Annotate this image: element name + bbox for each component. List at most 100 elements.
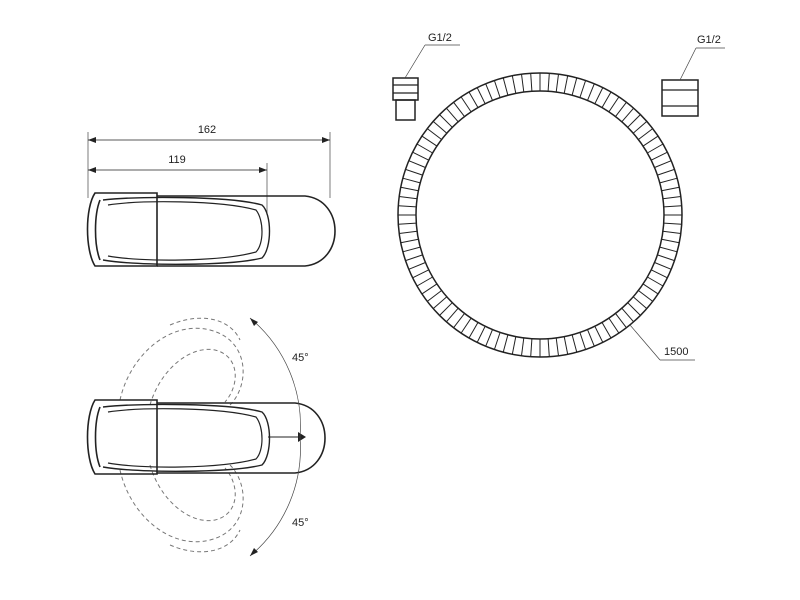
hose-rib [555, 74, 559, 93]
dimension-162: 162 [88, 124, 330, 143]
hose-rib [502, 334, 509, 353]
hose-rib [408, 160, 426, 168]
shower-hose: G1/2 G1/2 1500 [392, 32, 725, 361]
hose-rib [421, 283, 438, 295]
hose-rib [638, 128, 654, 140]
hose-rib [642, 283, 659, 295]
right-fitting: G1/2 [661, 34, 725, 117]
hose-rib [632, 121, 648, 134]
hose-rib [405, 168, 423, 176]
hose-rib [468, 322, 479, 339]
hose-rib [476, 325, 486, 343]
angle-label-bottom: 45° [292, 517, 309, 529]
hose-rib [460, 317, 472, 334]
hose-rib [642, 135, 659, 147]
hose-rib [453, 313, 465, 329]
hose-rib [493, 80, 501, 98]
hose-rib [587, 329, 595, 347]
hose-rib [400, 238, 419, 244]
hose-rib [659, 177, 678, 184]
hose-rib [661, 238, 680, 244]
hose-rib [416, 143, 433, 154]
hose-rib [446, 107, 459, 123]
hose-rib [446, 307, 459, 323]
hose-rib [571, 334, 578, 353]
hose-rib [511, 336, 517, 355]
hose-rib [608, 96, 620, 113]
hose-rib [615, 313, 627, 329]
hose-length-leader: 1500 [629, 324, 695, 361]
dimension-label-total: 162 [198, 124, 216, 136]
hose-rib [587, 83, 595, 101]
hose-rib [632, 296, 648, 309]
hose-rib [601, 322, 612, 339]
hose-rib [408, 262, 426, 270]
hose-rib [398, 222, 417, 225]
hose-rib [650, 151, 668, 161]
angle-arc-bottom: 45° [249, 436, 309, 557]
angle-arc-top: 45° [249, 317, 309, 438]
hose-rib [460, 96, 472, 113]
hose-rib [601, 91, 612, 108]
hose-rib [627, 302, 641, 316]
mixer-side-view: 162 119 [86, 124, 336, 267]
hose-rib [412, 269, 430, 279]
hose-rib [398, 205, 417, 208]
hose-rib [439, 114, 453, 128]
left-fitting: G1/2 [392, 32, 460, 121]
hose-rib [650, 269, 668, 279]
hose-rib [654, 262, 672, 270]
hose-rib [621, 107, 634, 123]
hose-rib [399, 196, 418, 200]
hose-rib [402, 246, 421, 253]
hose-rib [400, 186, 419, 192]
hose-rib [405, 254, 423, 262]
hose-rib [654, 160, 672, 168]
hose-rib [421, 135, 438, 147]
hose-rib [468, 91, 479, 108]
hose-length-label: 1500 [664, 346, 688, 358]
hose-rib [579, 80, 587, 98]
hose-rib [563, 75, 569, 94]
hose-rib [662, 230, 681, 234]
thread-label-left: G1/2 [428, 32, 452, 44]
hose-rib [493, 332, 501, 350]
hose-rib [627, 114, 641, 128]
hose-rib [638, 290, 654, 302]
hose-rib [647, 143, 664, 154]
hose-rib [594, 325, 604, 343]
rotated-position-down [119, 464, 244, 553]
hose-rib [615, 101, 627, 117]
hose-rib [621, 307, 634, 323]
hose-rib [402, 177, 421, 184]
hose-rib [453, 101, 465, 117]
dimension-119: 119 [88, 154, 267, 173]
hose-rib [659, 246, 678, 253]
hose-rib [426, 128, 442, 140]
hose-rib [547, 73, 550, 92]
rotated-position-up [119, 317, 244, 406]
hose-rib [662, 196, 681, 200]
hose-rib [663, 205, 682, 208]
mixer-body-rotation [86, 399, 326, 475]
hose-rib [521, 337, 525, 356]
hose-rib [476, 87, 486, 105]
hose-rib [485, 83, 493, 101]
hose-rib [657, 168, 675, 176]
hose-rib [432, 121, 448, 134]
hose-rib [579, 332, 587, 350]
hose-rib [657, 254, 675, 262]
mixer-body [86, 192, 336, 267]
hose-rib [432, 296, 448, 309]
hose-rib [661, 186, 680, 192]
thread-label-right: G1/2 [697, 34, 721, 46]
hose-rib [530, 338, 533, 357]
hose-rib [502, 77, 509, 96]
dimension-label-handle: 119 [168, 154, 186, 166]
hose-rib [547, 338, 550, 357]
hose-rib [521, 74, 525, 93]
hose-rib [594, 87, 604, 105]
hose-rib [647, 276, 664, 287]
hose-rib [439, 302, 453, 316]
